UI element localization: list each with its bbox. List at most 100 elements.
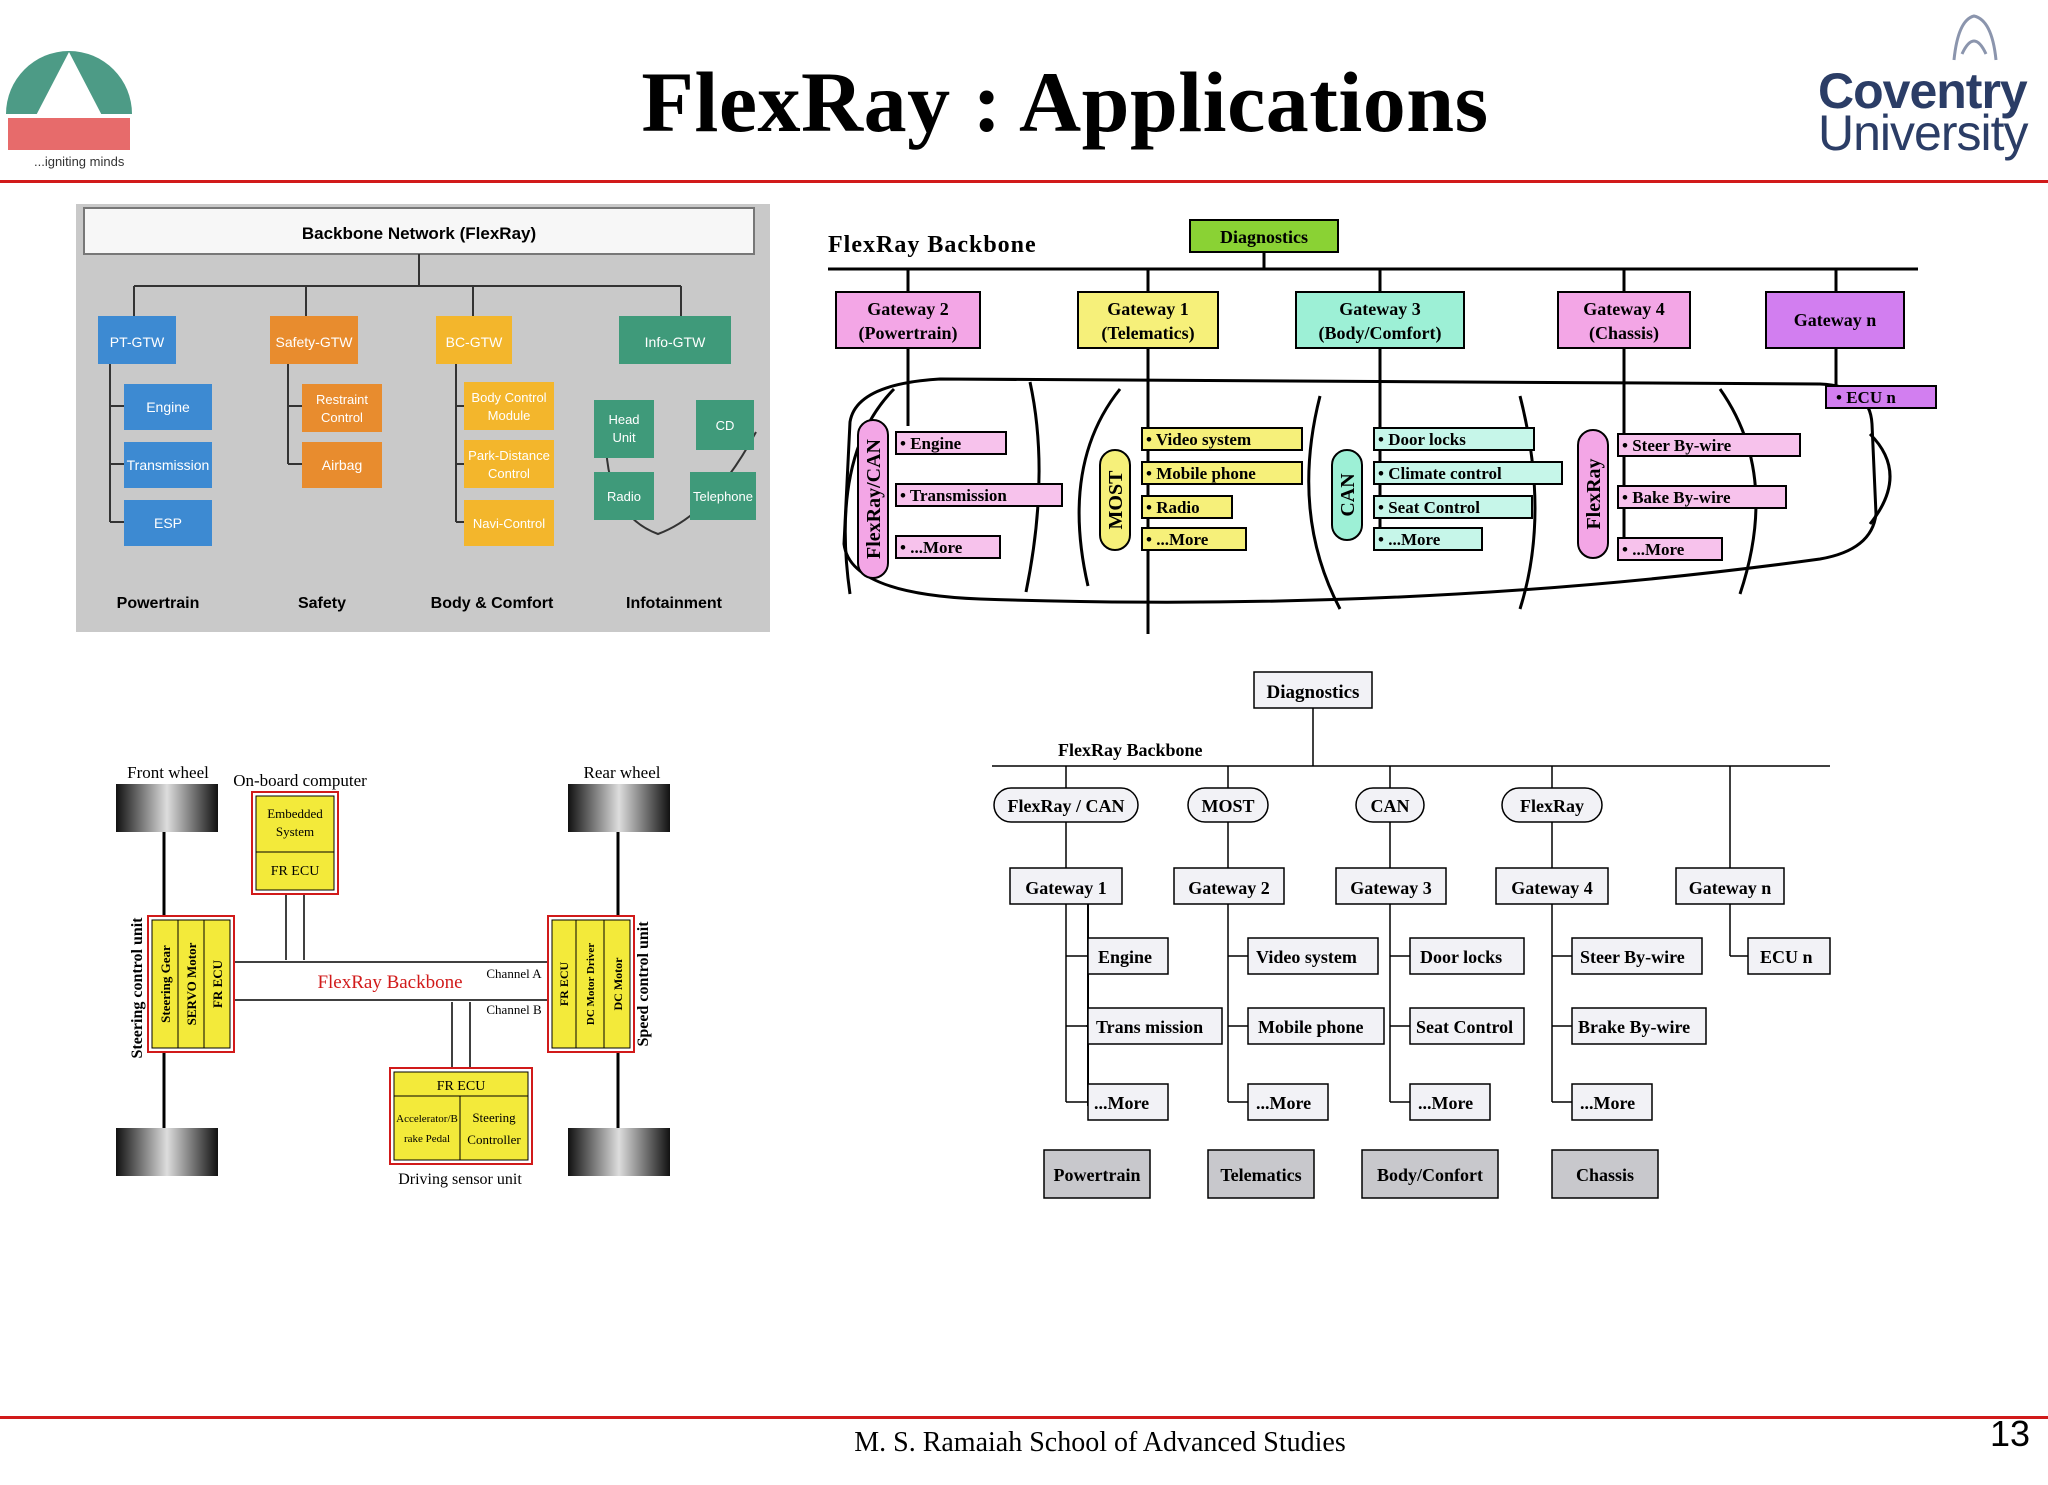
d2-pt-more: • ...More [900, 538, 963, 557]
d3-fr-ecu-right: FR ECU [557, 962, 571, 1007]
d1-park-l2: Control [488, 466, 530, 481]
d4-gw3: Gateway 3 [1350, 878, 1431, 898]
d4-diagnostics: Diagnostics [1267, 682, 1360, 703]
d3-rear-wheel-label: Rear wheel [584, 763, 661, 782]
d1-cd: CD [716, 418, 735, 433]
logo-tagline: ...igniting minds [34, 154, 125, 169]
d3-fr-ecu-left: FR ECU [210, 959, 225, 1008]
d1-domain-info: Infotainment [626, 595, 723, 612]
d4-domain-chassis: Chassis [1576, 1165, 1634, 1185]
d1-esp: ESP [154, 515, 182, 531]
d4-mobile: Mobile phone [1258, 1017, 1364, 1037]
d2-radio: • Radio [1146, 498, 1200, 517]
diagram-car-backbone: FlexRay Backbone Diagnostics Gateway 2 (… [828, 219, 1937, 634]
d3-embedded-l2: System [276, 824, 314, 839]
d2-mobile: • Mobile phone [1146, 464, 1256, 483]
d4-door: Door locks [1420, 947, 1502, 967]
elephant-emblem-icon [1952, 14, 1998, 61]
d2-bus-flexray: FlexRay [1583, 458, 1605, 529]
footer-text: M. S. Ramaiah School of Advanced Studies [854, 1427, 1346, 1458]
diagram-tree: Diagnostics FlexRay Backbone FlexRay / C… [992, 671, 1831, 1199]
d2-gw2-l1: Gateway 2 [867, 299, 948, 319]
d1-gw-safety: Safety-GTW [275, 334, 353, 350]
d1-navi: Navi-Control [473, 516, 545, 531]
d4-c3-more: ...More [1418, 1093, 1473, 1113]
d3-channel-a: Channel A [486, 966, 542, 981]
d2-gw1-l2: (Telematics) [1101, 323, 1194, 344]
d2-bus-flexray-can: FlexRay/CAN [863, 438, 885, 559]
d1-park-l1: Park-Distance [468, 448, 550, 463]
d3-dc-driver: DC Motor Driver [585, 943, 597, 1025]
header-divider [0, 180, 2048, 183]
d3-accel-l1: Accelerator/B [396, 1113, 458, 1125]
d1-transmission: Transmission [127, 457, 210, 473]
d1-head-l1: Head [608, 412, 639, 427]
d4-transmission: Trans mission [1096, 1017, 1203, 1037]
d4-brake: Brake By-wire [1578, 1017, 1690, 1037]
d4-seat: Seat Control [1416, 1017, 1513, 1037]
left-logo [6, 51, 132, 154]
right-logo-line2: University [1818, 105, 2028, 161]
d1-backbone-label: Backbone Network (FlexRay) [302, 224, 536, 243]
diagram-by-wire: Front wheel Rear wheel On-board computer… [116, 763, 670, 1188]
d2-video: • Video system [1146, 430, 1251, 449]
d2-gw4-l1: Gateway 4 [1583, 299, 1664, 319]
d4-gw1: Gateway 1 [1025, 878, 1106, 898]
d2-bus-can: CAN [1337, 473, 1359, 517]
d3-onboard-label: On-board computer [233, 771, 367, 790]
d1-bcm-l2: Module [488, 408, 531, 423]
d2-steer: • Steer By-wire [1622, 436, 1732, 455]
d4-gw4: Gateway 4 [1511, 878, 1592, 898]
d1-restraint-l1: Restraint [316, 392, 368, 407]
d3-fr-ecu-top: FR ECU [271, 864, 320, 879]
footer-divider [0, 1416, 2048, 1419]
page-title: FlexRay : Applications [641, 54, 1489, 150]
d2-ecu-n: • ECU n [1836, 388, 1896, 407]
d3-embedded-l1: Embedded [267, 806, 323, 821]
d4-gw2: Gateway 2 [1188, 878, 1269, 898]
d1-bcm-l1: Body Control [471, 390, 546, 405]
d2-transmission: • Transmission [900, 486, 1007, 505]
d2-bus-most: MOST [1105, 470, 1127, 530]
d2-body-more: • ...More [1378, 530, 1441, 549]
d3-steerctrl-l2: Controller [467, 1132, 521, 1147]
d2-gwn: Gateway n [1794, 310, 1877, 330]
d1-telephone: Telephone [693, 489, 753, 504]
diagram-backbone-network: Backbone Network (FlexRay) PT-GTW Safety… [76, 204, 770, 632]
d1-gw-pt: PT-GTW [110, 334, 165, 350]
d3-driving-sensor-label: Driving sensor unit [398, 1171, 522, 1188]
d4-bus-flexray: FlexRay [1520, 796, 1584, 816]
d2-brake: • Bake By-wire [1622, 488, 1731, 507]
d1-gw-info: Info-GTW [645, 334, 706, 350]
d4-c2-more: ...More [1256, 1093, 1311, 1113]
d4-c4-more: ...More [1580, 1093, 1635, 1113]
d2-gw3-l1: Gateway 3 [1339, 299, 1420, 319]
d1-gw-bc: BC-GTW [446, 334, 504, 350]
d2-engine: • Engine [900, 434, 962, 453]
d3-steering-gear: Steering Gear [158, 945, 173, 1023]
d2-gw2-l2: (Powertrain) [859, 323, 958, 344]
d2-door: • Door locks [1378, 430, 1466, 449]
d2-gw3-l2: (Body/Comfort) [1319, 323, 1442, 344]
d1-head-l2: Unit [612, 430, 636, 445]
d3-servo-motor: SERVO Motor [184, 942, 199, 1025]
d2-diagnostics: Diagnostics [1220, 227, 1308, 247]
d4-domain-body: Body/Confort [1377, 1165, 1483, 1185]
right-logo-line1: Coventry [1818, 63, 2028, 119]
d1-domain-body: Body & Comfort [431, 595, 554, 612]
d4-domain-powertrain: Powertrain [1054, 1165, 1141, 1185]
d1-airbag: Airbag [322, 457, 362, 473]
d3-fr-ecu-bottom: FR ECU [437, 1079, 486, 1094]
d4-ecu-n: ECU n [1760, 947, 1813, 967]
d4-bus-flexray-can: FlexRay / CAN [1008, 796, 1125, 816]
d3-front-wheel-label: Front wheel [127, 763, 209, 782]
d4-video: Video system [1256, 947, 1357, 967]
d1-domain-powertrain: Powertrain [117, 595, 200, 612]
d3-channel-b: Channel B [486, 1002, 542, 1017]
d1-restraint-l2: Control [321, 410, 363, 425]
d4-bus-can: CAN [1371, 796, 1410, 816]
d3-backbone-label: FlexRay Backbone [317, 972, 462, 993]
d4-c1-more: ...More [1094, 1093, 1149, 1113]
d3-steerctrl-l1: Steering [472, 1110, 516, 1125]
d1-engine: Engine [146, 399, 190, 415]
